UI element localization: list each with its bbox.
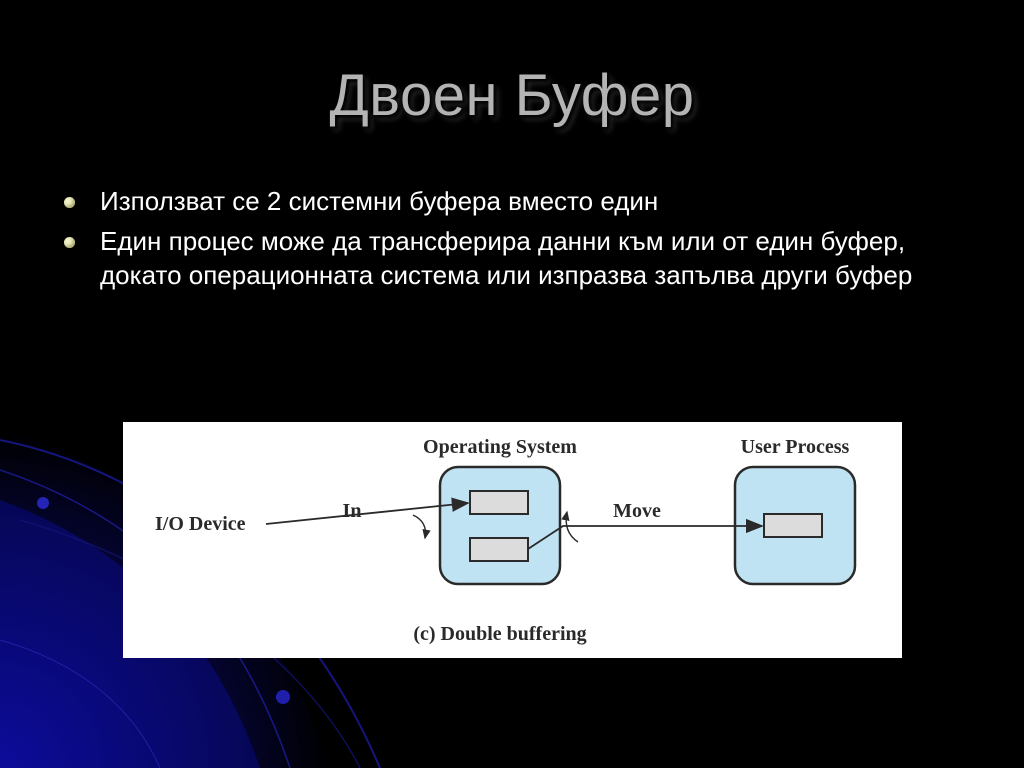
in-arrow	[265, 497, 470, 525]
switch-arrow-right-icon	[561, 510, 579, 543]
bullet-item: Един процес може да трансферира данни къ…	[62, 224, 962, 292]
slide-title: Двоен Буфер	[329, 63, 695, 128]
decor-dot-icon	[276, 690, 290, 704]
bullet-dot-icon	[64, 237, 75, 248]
in-label: In	[343, 500, 362, 522]
move-label: Move	[613, 500, 661, 522]
user-process-label: User Process	[741, 436, 850, 458]
io-device-label: I/O Device	[155, 513, 246, 535]
bullet-item: Използват се 2 системни буфера вместо ед…	[62, 184, 962, 218]
double-buffering-diagram: Operating System User Process I/O Device…	[155, 436, 857, 645]
double-buffering-figure: Operating System User Process I/O Device…	[123, 422, 902, 658]
move-arrow	[527, 518, 764, 550]
bullet-text: Един процес може да трансферира данни къ…	[100, 226, 913, 290]
os-buffer-top	[469, 490, 529, 515]
bullet-text: Използват се 2 системни буфера вместо ед…	[100, 186, 659, 216]
figure-caption: (c) Double buffering	[413, 623, 586, 645]
switch-arrow-left-icon	[412, 514, 431, 540]
bullet-list: Използват се 2 системни буфера вместо ед…	[62, 184, 962, 298]
os-label: Operating System	[423, 436, 577, 458]
os-buffer-bottom	[469, 537, 529, 562]
decor-dot-icon	[37, 497, 49, 509]
user-buffer	[763, 513, 823, 538]
os-box	[438, 465, 562, 586]
bullet-dot-icon	[64, 197, 75, 208]
